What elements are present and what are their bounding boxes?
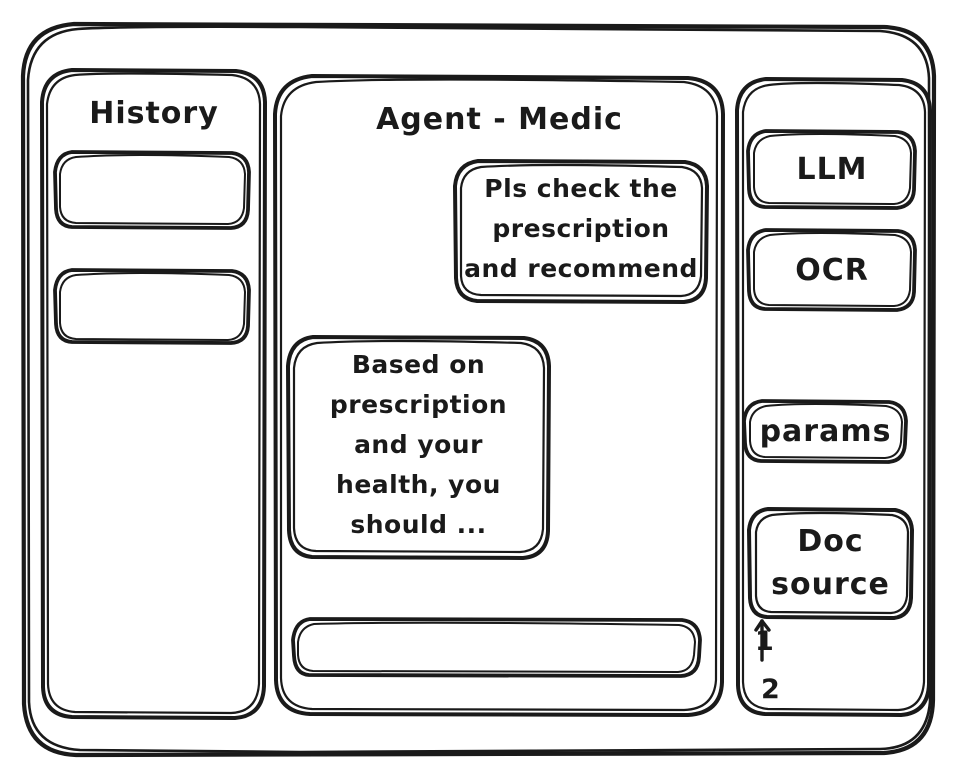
message-bubble-assistant[interactable]: Based on prescription and your health, y…: [288, 336, 549, 558]
doc-source-item-1[interactable]: 1: [755, 620, 905, 660]
tool-llm-label: LLM: [796, 152, 868, 187]
tool-params[interactable]: params: [744, 400, 907, 463]
message-user-line-1: Pls check the: [484, 174, 678, 203]
message-input[interactable]: [293, 618, 701, 677]
doc-source-box[interactable]: Doc source: [748, 508, 913, 619]
history-item-1[interactable]: [55, 151, 250, 229]
message-assistant-line-1: Based on: [351, 350, 486, 379]
message-assistant-line-4: health, you: [336, 470, 501, 499]
message-user-line-2: prescription: [492, 214, 670, 243]
message-assistant-line-5: should ...: [350, 510, 487, 539]
doc-source-item-1-label: 1: [755, 626, 775, 657]
message-user-line-3: and recommend: [464, 254, 698, 283]
message-bubble-user[interactable]: Pls check the prescription and recommend: [455, 160, 707, 303]
message-assistant-line-3: and your: [354, 430, 483, 459]
message-assistant-line-2: prescription: [329, 390, 508, 419]
tool-params-label: params: [759, 414, 892, 449]
history-item-2[interactable]: [55, 269, 250, 344]
tool-llm[interactable]: LLM: [748, 130, 916, 209]
doc-source-line-1: Doc: [797, 524, 864, 559]
doc-source-item-2-label: 2: [761, 674, 781, 705]
doc-source-line-2: source: [771, 567, 890, 602]
doc-source-item-2[interactable]: 2: [755, 668, 905, 708]
tool-ocr-label: OCR: [795, 253, 869, 288]
tool-ocr[interactable]: OCR: [748, 229, 916, 311]
